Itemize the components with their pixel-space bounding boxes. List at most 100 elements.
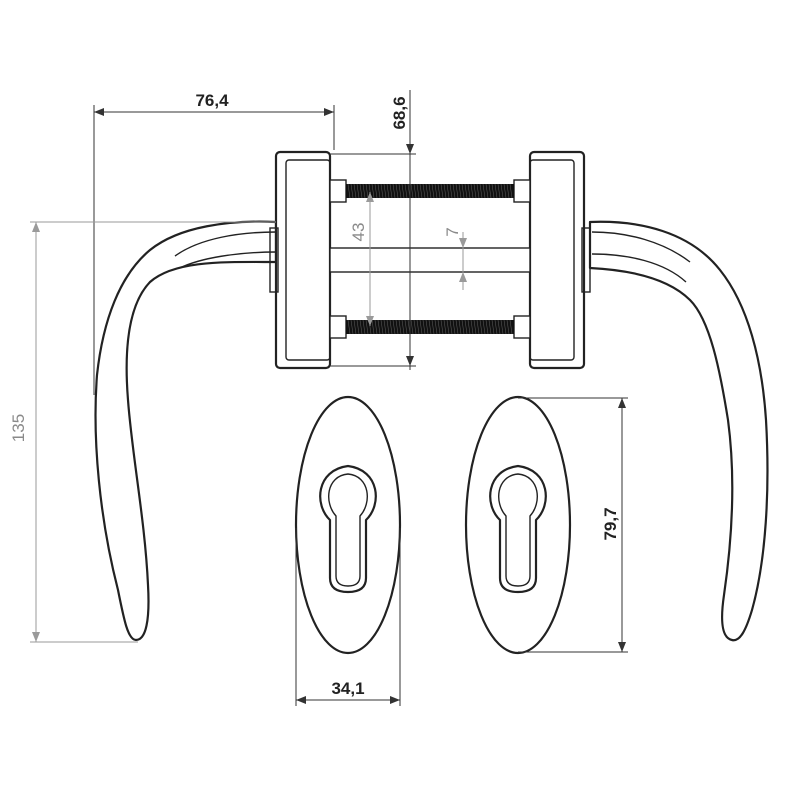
thread-mark [473, 183, 477, 199]
thread-mark [488, 183, 492, 199]
thread-mark [494, 183, 498, 199]
thread-mark [347, 183, 351, 199]
thread-mark [479, 183, 483, 199]
thread-mark [431, 319, 435, 335]
thread-mark [356, 319, 360, 335]
thread-mark [377, 319, 381, 335]
thread-mark [416, 183, 420, 199]
thread-mark [452, 319, 456, 335]
thread-mark [473, 319, 477, 335]
thread-mark [428, 183, 432, 199]
thread-mark [365, 319, 369, 335]
thread-mark [347, 319, 351, 335]
thread-mark [389, 183, 393, 199]
thread-mark [374, 183, 378, 199]
thread-mark [446, 319, 450, 335]
dimension-label-34-1: 34,1 [331, 679, 364, 698]
thread-mark [395, 319, 399, 335]
thread-mark [380, 183, 384, 199]
thread-mark [401, 183, 405, 199]
thread-mark [434, 183, 438, 199]
right-lever-handle [588, 220, 769, 642]
thread-mark [371, 183, 375, 199]
thread-mark [506, 183, 510, 199]
thread-mark [362, 319, 366, 335]
thread-mark [386, 183, 390, 199]
dimension-spindle: 7 [443, 227, 467, 290]
dimension-rose-spacing: 43 [349, 192, 374, 326]
thread-mark [434, 319, 438, 335]
thread-mark [386, 319, 390, 335]
euro-cylinder-cutout-right [489, 464, 547, 594]
thread-mark [458, 319, 462, 335]
thread-mark [413, 319, 417, 335]
euro-cylinder-cutout-left [319, 464, 377, 594]
thread-mark [398, 183, 402, 199]
thread-mark [353, 183, 357, 199]
thread-mark [425, 319, 429, 335]
thread-mark [401, 319, 405, 335]
dimension-label-68-6: 68,6 [390, 96, 409, 129]
thread-mark [509, 319, 513, 335]
thread-mark [470, 183, 474, 199]
thread-mark [449, 183, 453, 199]
thread-mark [404, 319, 408, 335]
thread-mark [431, 183, 435, 199]
top-screw-head-right [513, 179, 531, 203]
thread-mark [458, 183, 462, 199]
thread-mark [476, 319, 480, 335]
thread-mark [419, 183, 423, 199]
thread-mark [503, 183, 507, 199]
thread-mark [509, 183, 513, 199]
dimension-label-7: 7 [443, 227, 462, 236]
thread-mark [449, 319, 453, 335]
thread-mark [485, 319, 489, 335]
thread-mark [464, 183, 468, 199]
thread-mark [500, 183, 504, 199]
thread-mark [422, 183, 426, 199]
thread-mark [464, 319, 468, 335]
thread-mark [440, 183, 444, 199]
thread-mark [374, 319, 378, 335]
dimension-label-79-7: 79,7 [601, 507, 620, 540]
thread-mark [482, 319, 486, 335]
thread-mark [491, 183, 495, 199]
thread-mark [455, 183, 459, 199]
right-rose [528, 150, 591, 370]
thread-mark [497, 319, 501, 335]
thread-mark [476, 183, 480, 199]
thread-mark [410, 319, 414, 335]
thread-mark [494, 319, 498, 335]
thread-mark [398, 319, 402, 335]
thread-mark [383, 183, 387, 199]
thread-mark [353, 319, 357, 335]
thread-mark [389, 319, 393, 335]
dimension-lever-length: 76,4 [93, 91, 335, 395]
thread-mark [410, 183, 414, 199]
dimension-door-thickness: 68,6 [330, 90, 416, 370]
thread-mark [440, 319, 444, 335]
thread-mark [461, 183, 465, 199]
thread-mark [437, 183, 441, 199]
thread-mark [467, 319, 471, 335]
thread-mark [356, 183, 360, 199]
right-escutcheon [464, 395, 572, 655]
left-escutcheon [294, 395, 402, 655]
thread-mark [383, 319, 387, 335]
thread-mark [404, 183, 408, 199]
thread-mark [371, 319, 375, 335]
thread-mark [362, 183, 366, 199]
thread-mark [359, 183, 363, 199]
thread-mark [467, 183, 471, 199]
thread-mark [380, 319, 384, 335]
thread-mark [452, 183, 456, 199]
bottom-screw-head-left [329, 315, 347, 339]
thread-mark [488, 319, 492, 335]
thread-mark [419, 319, 423, 335]
thread-mark [506, 319, 510, 335]
left-lever-handle [94, 220, 278, 642]
thread-mark [461, 319, 465, 335]
thread-mark [413, 183, 417, 199]
thread-mark [446, 183, 450, 199]
dimension-escutcheon-width: 34,1 [295, 528, 401, 706]
